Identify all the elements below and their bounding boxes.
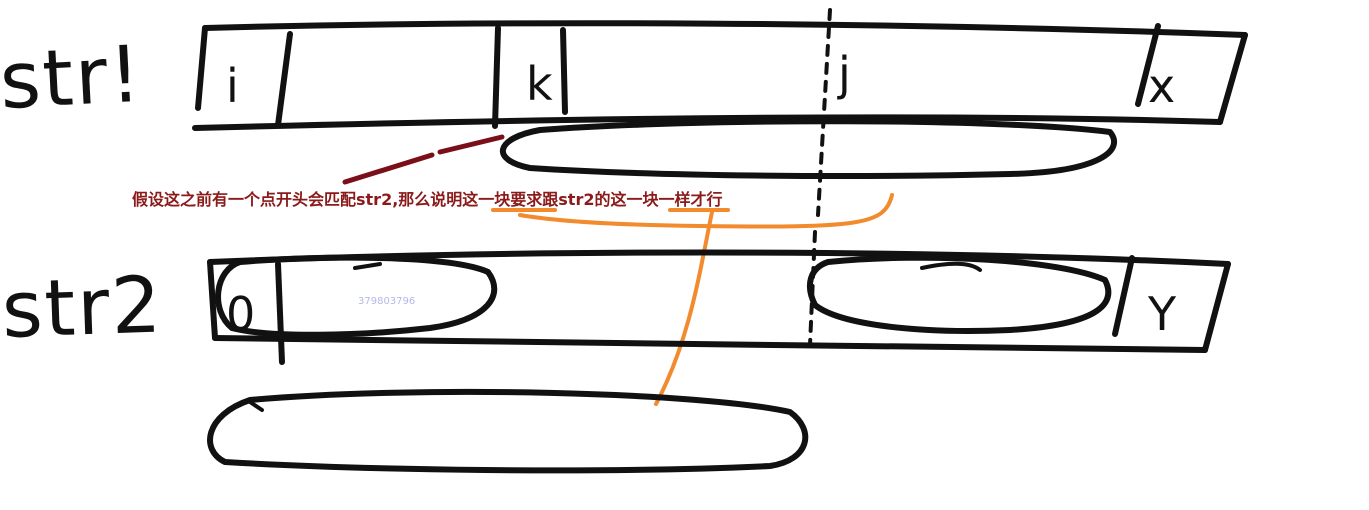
str1-bottom-border — [192, 114, 1223, 131]
str2-bottom-border — [212, 335, 1208, 353]
str2-prefix-ellipse — [215, 254, 498, 338]
extracted-block-tick — [248, 400, 264, 412]
str2-prefix-mark — [353, 262, 382, 270]
str2-divider-after-0 — [275, 261, 285, 365]
str1-j-marker-line — [816, 8, 832, 217]
str1-cell-k: k — [526, 57, 553, 111]
str1-label: str! — [0, 30, 145, 127]
str1-array: i k j x — [192, 8, 1248, 217]
str1-divider-after-i — [275, 31, 293, 128]
watermark-text: 379803796 — [358, 296, 415, 307]
red-pointer-stroke-2 — [437, 134, 505, 155]
str2-divider-before-y — [1112, 255, 1135, 337]
str1-left-border — [195, 25, 208, 111]
str2-label: str2 — [0, 260, 164, 356]
str1-cell-x: x — [1148, 59, 1175, 113]
str1-top-border — [202, 20, 1248, 38]
str1-divider-before-k — [492, 25, 501, 129]
str1-divider-before-x — [1135, 23, 1161, 107]
str1-cell-j: j — [837, 47, 851, 101]
str2-right-border — [1202, 261, 1231, 353]
str1-cell-i: i — [226, 59, 239, 113]
annotation-text: 假设这之前有一个点开头会匹配str2,那么说明这一块要求跟str2的这一块一样才… — [132, 190, 722, 209]
str1-right-border — [1217, 32, 1248, 125]
orange-down-arrow — [654, 210, 714, 406]
orange-bracket-arrow — [518, 193, 894, 229]
extracted-block-ellipse — [207, 388, 809, 474]
red-pointer-stroke-1 — [342, 152, 435, 185]
str2-cell-y: Y — [1147, 287, 1177, 341]
str2-left-border — [207, 259, 218, 341]
str2-suffix-ellipse — [806, 254, 1112, 334]
str1-segment-ellipse — [499, 118, 1117, 179]
str1-divider-after-k — [560, 27, 568, 115]
str2-suffix-mark — [920, 261, 982, 272]
